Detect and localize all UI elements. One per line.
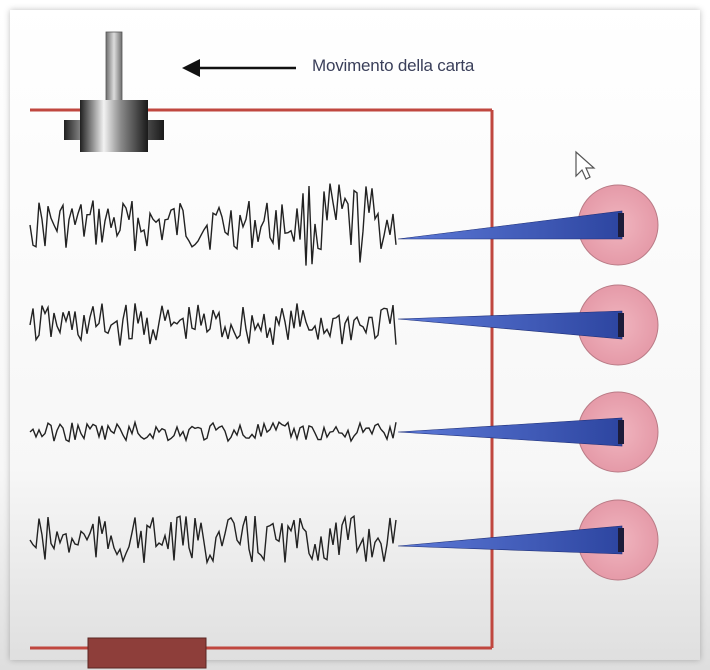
arrow-left-icon (182, 59, 296, 77)
pen-pivot-3 (618, 420, 624, 444)
paper-roller (64, 31, 164, 152)
pen-assemblies (397, 184, 659, 581)
eeg-trace-2 (29, 303, 397, 346)
motor-body (87, 637, 207, 669)
eeg-trace-4 (29, 514, 397, 565)
pen-4 (397, 525, 623, 555)
pen-3 (397, 417, 623, 447)
pen-pivot-1 (618, 213, 624, 237)
pen-2 (397, 310, 623, 340)
eeg-trace-3 (29, 419, 397, 443)
paper-border (30, 108, 494, 650)
mouse-cursor-icon (575, 150, 596, 180)
pen-pivot-4 (618, 528, 624, 552)
eeg-traces (29, 183, 397, 565)
eeg-trace-1 (29, 183, 397, 266)
paper-movement-label: Movimento della carta (312, 56, 475, 75)
pen-pivot-2 (618, 313, 624, 337)
pen-1 (397, 210, 623, 240)
